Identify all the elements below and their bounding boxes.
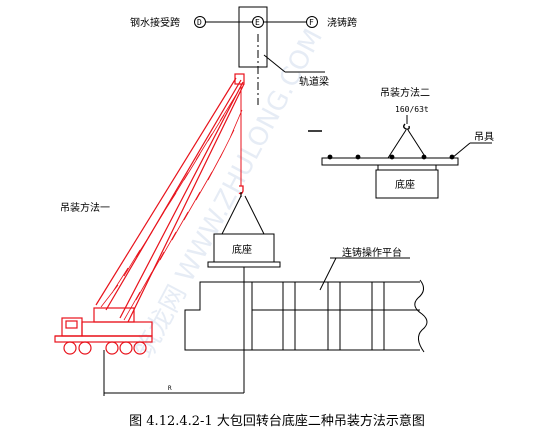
- wheel-icon: [105, 341, 119, 355]
- crane-carrier: [54, 307, 153, 343]
- base-right-box: [375, 169, 439, 199]
- load-sling-left: [221, 195, 242, 235]
- crane-boom: [95, 77, 245, 323]
- spreader-beam: [321, 157, 459, 166]
- label-method-two: 吊装方法二: [380, 86, 430, 99]
- label-rail-beam: 轨道梁: [299, 75, 329, 88]
- platform-leader-down: [319, 257, 337, 291]
- watermark: 筑龙网 WWW.ZHULONG.COM: [130, 24, 329, 363]
- watermark-text: 筑龙网 WWW.ZHULONG.COM: [130, 24, 329, 363]
- wheel-icon: [63, 341, 77, 355]
- mobile-crane: [54, 73, 245, 355]
- label-base-left: 底座: [232, 243, 252, 256]
- label-method-one: 吊装方法一: [60, 201, 110, 214]
- rail-beam-box: [238, 6, 268, 68]
- lug: [421, 154, 427, 160]
- spreader-leader: [451, 142, 471, 159]
- axis-letter-e: E: [255, 18, 260, 27]
- sling-left: [387, 129, 407, 159]
- label-crane-capacity: 160/63t: [395, 105, 429, 114]
- cab-window: [65, 320, 78, 329]
- axis-circle-e: [252, 16, 264, 28]
- load-sling-right: [244, 195, 265, 235]
- label-caster-platform: 连铸操作平台: [342, 246, 402, 259]
- boom-chord: [119, 81, 244, 319]
- wheel-icon: [119, 341, 133, 355]
- hook-icon: [403, 123, 410, 130]
- lug: [389, 154, 395, 160]
- caster-platform-structure: [184, 257, 428, 393]
- crane-hook-icon: [238, 185, 244, 195]
- dimension: [103, 350, 244, 396]
- method-one-load: [207, 195, 281, 268]
- crane-wheels: [63, 341, 147, 355]
- platform-left-block: [184, 281, 253, 351]
- axis-circle-letters: D E F: [197, 18, 314, 27]
- figure-caption: 图 4.12.4.2-1 大包回转台底座二种吊装方法示意图: [129, 413, 425, 429]
- boom-chord: [127, 83, 245, 323]
- label-base-right: 底座: [395, 178, 415, 191]
- boom-lacing: [100, 94, 237, 308]
- axis-circle-f: [306, 16, 318, 28]
- sling-right: [407, 129, 427, 159]
- wheel-icon: [78, 341, 92, 355]
- outrigger-box: [54, 335, 153, 343]
- break-line: [414, 279, 428, 353]
- axis-circle-d: [194, 16, 206, 28]
- dimension-label: R: [168, 385, 172, 392]
- label-ladle-receiving-span: 钢水接受跨: [130, 16, 180, 29]
- boom-chord: [105, 79, 242, 311]
- lug: [449, 154, 455, 160]
- axis-letter-d: D: [197, 18, 202, 27]
- spreader-lugs: [327, 154, 455, 160]
- boom-chord: [95, 77, 237, 306]
- axis-letter-f: F: [309, 18, 314, 27]
- wheel-icon: [133, 341, 147, 355]
- lug: [355, 154, 361, 160]
- label-casting-span: 浇铸跨: [327, 16, 357, 29]
- base-left-foot: [207, 261, 281, 268]
- boom-lacing: [123, 109, 243, 321]
- rail-beam-leader: [263, 54, 286, 73]
- label-spreader: 吊具: [474, 131, 494, 143]
- superstructure: [93, 307, 135, 323]
- boom-head: [234, 73, 245, 85]
- lug: [327, 154, 333, 160]
- axis-schematic: [194, 6, 325, 105]
